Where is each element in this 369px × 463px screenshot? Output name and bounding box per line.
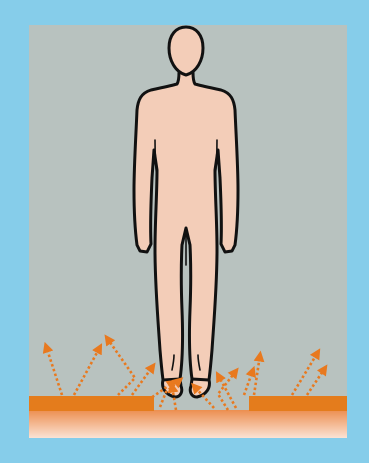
left-mat [29, 396, 154, 411]
head [169, 27, 203, 75]
right-mat [249, 396, 347, 411]
floor [29, 410, 347, 438]
